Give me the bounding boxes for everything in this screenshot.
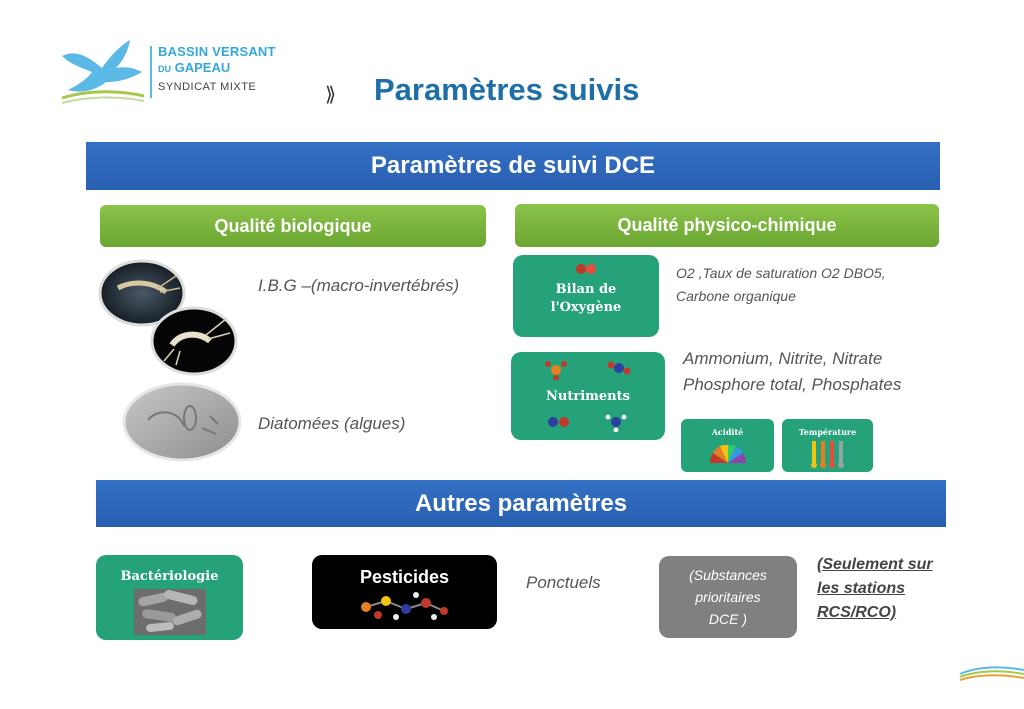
nutrients-label: Nutriments <box>546 389 630 404</box>
thermometer-icon <box>811 441 844 468</box>
pesticides-label: Pesticides <box>359 567 450 587</box>
molecule-icon <box>548 417 569 427</box>
acidity-box: Acidité <box>681 419 774 472</box>
stations-note: (Seulement sur les stations RCS/RCO) <box>817 556 933 621</box>
oxygen-text: O2 ,Taux de saturation O2 DBO5, Carbone … <box>676 265 886 304</box>
molecule-icon <box>607 361 631 375</box>
nutrients-box: Nutriments <box>511 352 665 440</box>
page-title: Paramètres suivis <box>374 72 640 107</box>
chevron-icon: ⟫ <box>325 84 337 106</box>
nutrients-text: Ammonium, Nitrite, Nitrate Phosphore tot… <box>683 349 902 394</box>
logo: BASSIN VERSANT DU GAPEAU SYNDICAT MIXTE <box>58 38 298 113</box>
logo-divider <box>150 46 152 98</box>
pesticides-box: Pesticides <box>312 555 497 629</box>
ph-scale-icon <box>709 444 747 463</box>
logo-subtitle: SYNDICAT MIXTE <box>158 81 257 93</box>
pesticide-molecule-icon <box>361 592 448 620</box>
banner-dce: Paramètres de suivi DCE <box>86 142 940 190</box>
temperature-label: Température <box>798 427 857 437</box>
macroinvertebrate-photo-1 <box>98 259 186 327</box>
diatoms-text: Diatomées (algues) <box>258 414 406 433</box>
oxygen-molecule-icon <box>576 264 596 274</box>
logo-name-2: DU GAPEAU <box>158 60 231 75</box>
ibg-text: I.B.G –(macro-invertébrés) <box>258 276 460 295</box>
header-biological-quality: Qualité biologique <box>100 205 486 247</box>
banner-other-parameters: Autres paramètres <box>96 480 946 527</box>
acidity-label: Acidité <box>711 427 744 437</box>
bacteria-photo <box>134 589 206 635</box>
bacteriology-label: Bactériologie <box>120 569 219 584</box>
bacteriology-box: Bactériologie <box>96 555 243 640</box>
swoosh-decoration-icon <box>959 666 1024 681</box>
punctual-text: Ponctuels <box>526 573 601 592</box>
oxygen-balance-label: Bilan de l'Oxygène <box>550 282 622 315</box>
molecule-icon <box>605 414 627 432</box>
temperature-box: Température <box>782 419 873 472</box>
bird-logo-icon <box>61 40 145 104</box>
header-physico-chemical-quality: Qualité physico-chimique <box>515 204 939 247</box>
priority-substances-box: (Substances prioritaires DCE ) <box>659 556 797 638</box>
oxygen-balance-box: Bilan de l'Oxygène <box>513 255 659 337</box>
logo-name: BASSIN VERSANT <box>158 44 276 59</box>
molecule-icon <box>545 361 567 380</box>
diatoms-photo <box>122 382 242 462</box>
macroinvertebrate-photo-2 <box>150 306 238 376</box>
